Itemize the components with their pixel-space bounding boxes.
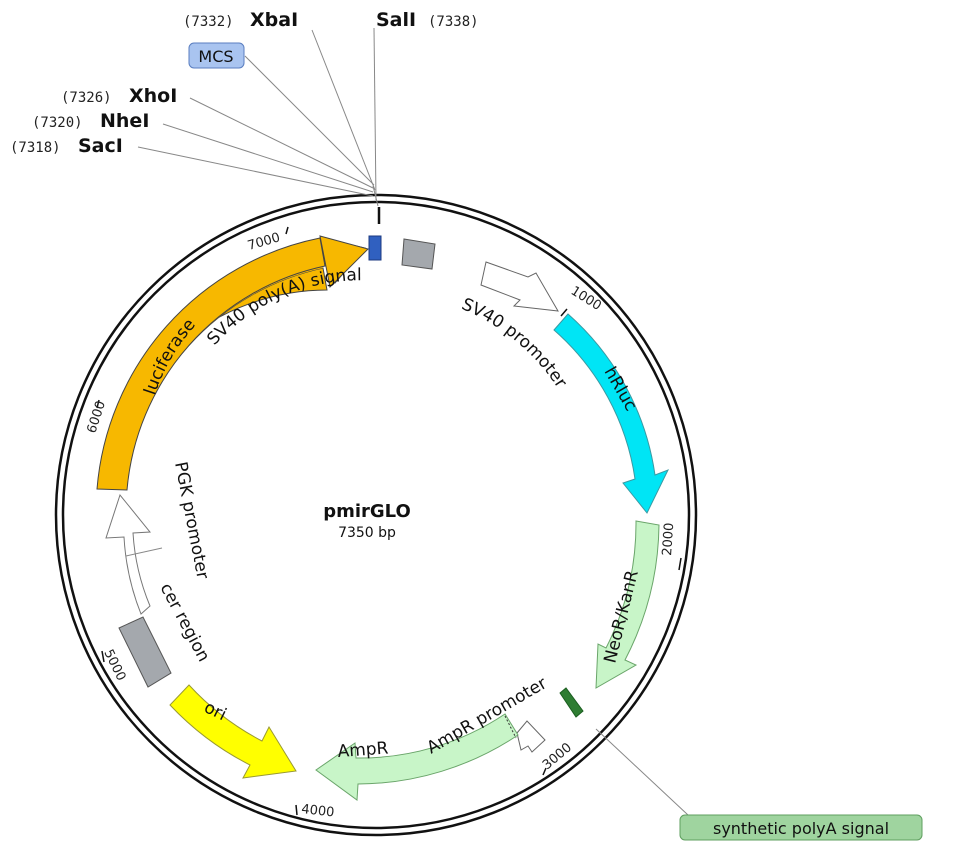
tick-1000: 1000 (568, 284, 604, 314)
sv40-polya-mark (368, 235, 382, 261)
tick-4000: 4000 (301, 802, 335, 820)
site-leader-lines (137, 27, 379, 207)
tick-6000: 6000 (85, 399, 109, 435)
tick-2000: 2000 (660, 522, 677, 556)
synthetic-polya-mark (559, 687, 584, 718)
tick-3000: 3000 (540, 740, 575, 773)
cer-region-label: cer region (156, 580, 214, 665)
ampr-label: AmpR (337, 738, 389, 762)
pgk-leader (125, 547, 163, 557)
site-saci-name: SacI (78, 135, 123, 157)
neor-arrow[interactable] (595, 520, 660, 689)
ampr-promoter-arrow[interactable] (516, 720, 546, 753)
site-xhoi-pos: (7326) (61, 90, 112, 106)
site-sali-name: SalI (376, 9, 416, 31)
sv40-promoter-arrow[interactable] (480, 261, 559, 312)
site-xhoi[interactable]: (7326) XhoI (61, 85, 177, 107)
site-sali-pos: (7338) (428, 14, 479, 30)
synthetic-polya-leader (595, 728, 689, 816)
site-saci[interactable]: (7318) SacI (10, 135, 123, 157)
site-sali[interactable]: SalI (7338) (376, 9, 479, 31)
site-nhei[interactable]: (7320) NheI (32, 110, 149, 132)
scale-ticks (96, 226, 682, 816)
site-xbai-name: XbaI (250, 9, 298, 31)
plasmid-name: pmirGLO (323, 501, 411, 522)
hrluc-arrow[interactable] (553, 313, 670, 514)
ampr-arrow[interactable] (315, 713, 519, 801)
tick-5000: 5000 (100, 647, 128, 683)
pgk-promoter-arrow[interactable] (105, 493, 152, 615)
site-nhei-pos: (7320) (32, 115, 83, 131)
ori-arrow[interactable] (169, 684, 297, 779)
site-xbai-pos: (7332) (183, 14, 234, 30)
mcs-label: MCS (198, 47, 233, 66)
plasmid-size: 7350 bp (338, 525, 396, 541)
cer-region-block[interactable] (118, 616, 172, 688)
pgk-promoter-label: PGK promoter (170, 460, 212, 581)
site-xbai[interactable]: (7332) XbaI (183, 9, 298, 31)
synthetic-polya-label: synthetic polyA signal (713, 819, 889, 838)
site-nhei-name: NheI (100, 110, 149, 132)
mcs-tag[interactable]: MCS (188, 42, 245, 69)
site-saci-pos: (7318) (10, 140, 61, 156)
site-xhoi-name: XhoI (129, 85, 177, 107)
top-gray-feature (401, 238, 436, 270)
synthetic-polya-tag[interactable]: synthetic polyA signal (679, 814, 923, 841)
